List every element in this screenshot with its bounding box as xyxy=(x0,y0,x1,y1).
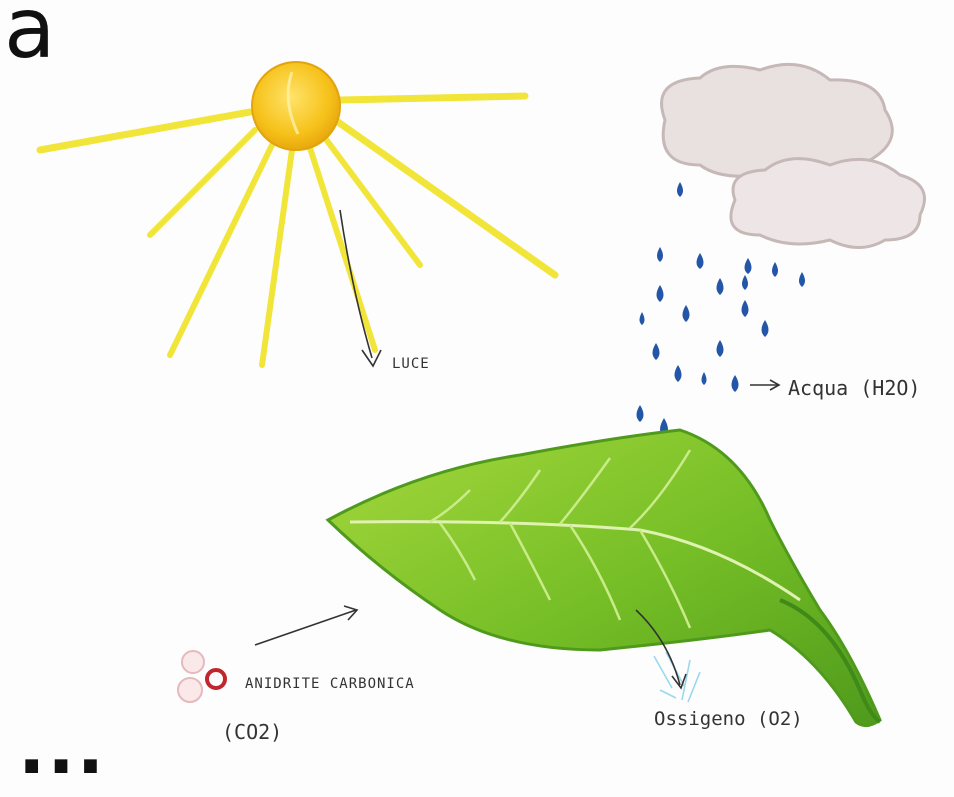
sun-icon xyxy=(252,62,340,150)
label-co2: (CO2) xyxy=(222,720,282,744)
co2-molecule-icon xyxy=(178,651,225,702)
acqua-arrow xyxy=(750,380,779,390)
cloud-icon xyxy=(662,64,925,247)
continuation-ellipsis: ... xyxy=(18,712,106,784)
panel-letter: a xyxy=(4,0,55,70)
label-acqua: Acqua (H2O) xyxy=(788,376,920,400)
label-luce: LUCE xyxy=(392,356,430,372)
label-ossigeno: Ossigeno (O2) xyxy=(654,708,803,730)
label-anidrite-carbonica: ANIDRITE CARBONICA xyxy=(245,676,415,692)
co2-arrow xyxy=(255,606,357,645)
